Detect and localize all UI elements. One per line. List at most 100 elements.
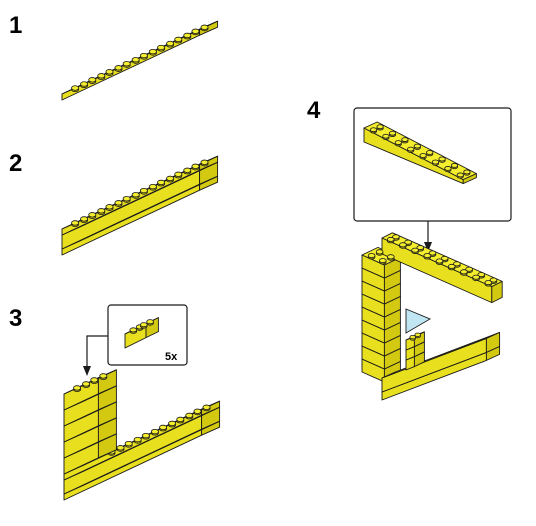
stud xyxy=(129,327,138,333)
stud xyxy=(122,61,131,67)
stud xyxy=(477,272,486,278)
l-shape-assembly xyxy=(63,369,221,501)
studs xyxy=(369,124,471,179)
stud xyxy=(386,236,395,242)
stud xyxy=(193,408,202,414)
stud xyxy=(456,172,464,178)
arrow-down-icon xyxy=(424,242,432,252)
stud xyxy=(139,187,148,194)
step-3-number: 3 xyxy=(9,305,23,332)
stud xyxy=(414,332,421,337)
step-1-number: 1 xyxy=(9,12,23,39)
stud xyxy=(423,253,432,259)
stud xyxy=(431,159,440,165)
stud xyxy=(484,280,493,286)
stud xyxy=(122,196,131,202)
studs xyxy=(409,332,421,341)
wedge-end-face xyxy=(462,173,477,185)
stud xyxy=(131,192,140,198)
stud xyxy=(438,156,446,162)
stud xyxy=(411,247,419,253)
stud xyxy=(80,216,89,222)
stud xyxy=(139,52,148,59)
step-3-assembly: 5x xyxy=(63,304,221,501)
stud xyxy=(465,266,473,272)
stud xyxy=(388,130,397,136)
step-2-number: 2 xyxy=(9,150,23,177)
stud xyxy=(382,133,390,139)
stud xyxy=(428,250,437,256)
stud xyxy=(489,277,498,283)
stud xyxy=(174,36,183,43)
stud xyxy=(386,254,395,260)
stud xyxy=(88,77,97,83)
stud xyxy=(450,163,459,168)
wedge-plate-part xyxy=(363,121,477,185)
stud xyxy=(440,255,449,261)
stud xyxy=(105,69,114,75)
stud xyxy=(140,322,148,328)
stud xyxy=(157,44,166,51)
stud xyxy=(88,212,97,218)
studs xyxy=(367,249,395,265)
step-1-plate-2x8 xyxy=(61,20,219,101)
stud xyxy=(174,171,183,177)
studs xyxy=(107,404,211,456)
stud xyxy=(407,146,415,152)
stud xyxy=(376,124,384,130)
stud xyxy=(401,137,409,142)
stud xyxy=(157,179,166,186)
stud xyxy=(146,319,154,325)
stud xyxy=(183,167,192,173)
plate-base xyxy=(61,175,219,256)
stud xyxy=(399,242,407,248)
stud xyxy=(131,57,140,63)
stud xyxy=(183,32,192,39)
stud xyxy=(97,208,106,214)
stud xyxy=(404,239,412,245)
stud xyxy=(114,65,123,71)
stud xyxy=(463,169,471,175)
stud xyxy=(166,175,175,182)
studs xyxy=(73,373,108,392)
stud xyxy=(392,234,400,240)
stud xyxy=(447,263,456,269)
stud xyxy=(90,377,99,383)
stud xyxy=(105,204,114,210)
stud xyxy=(453,261,461,267)
stud xyxy=(71,85,80,91)
stud xyxy=(413,143,421,149)
stud xyxy=(150,428,159,435)
stud xyxy=(426,150,434,155)
studs xyxy=(71,159,209,227)
studs xyxy=(129,319,154,334)
stud xyxy=(97,73,106,79)
stud xyxy=(116,445,125,451)
step-4-callout xyxy=(353,107,512,252)
stud xyxy=(166,40,175,47)
stud xyxy=(159,424,168,431)
stud xyxy=(148,48,157,55)
stud xyxy=(71,220,80,226)
stud xyxy=(176,416,185,423)
studs xyxy=(386,234,498,287)
stud xyxy=(369,127,378,133)
stud xyxy=(114,200,123,206)
stud xyxy=(202,404,211,410)
stud xyxy=(460,269,468,275)
stud xyxy=(141,432,150,439)
stud xyxy=(80,81,89,87)
stud xyxy=(375,249,384,255)
stud xyxy=(200,159,209,165)
stud xyxy=(168,420,177,427)
stud xyxy=(73,385,82,391)
callout-quantity: 5x xyxy=(165,351,178,363)
stud xyxy=(185,412,194,419)
stud xyxy=(191,28,200,34)
stud xyxy=(148,183,157,190)
arrow-down-icon xyxy=(83,366,91,376)
stud xyxy=(124,440,133,447)
brick-front-face xyxy=(61,169,201,250)
